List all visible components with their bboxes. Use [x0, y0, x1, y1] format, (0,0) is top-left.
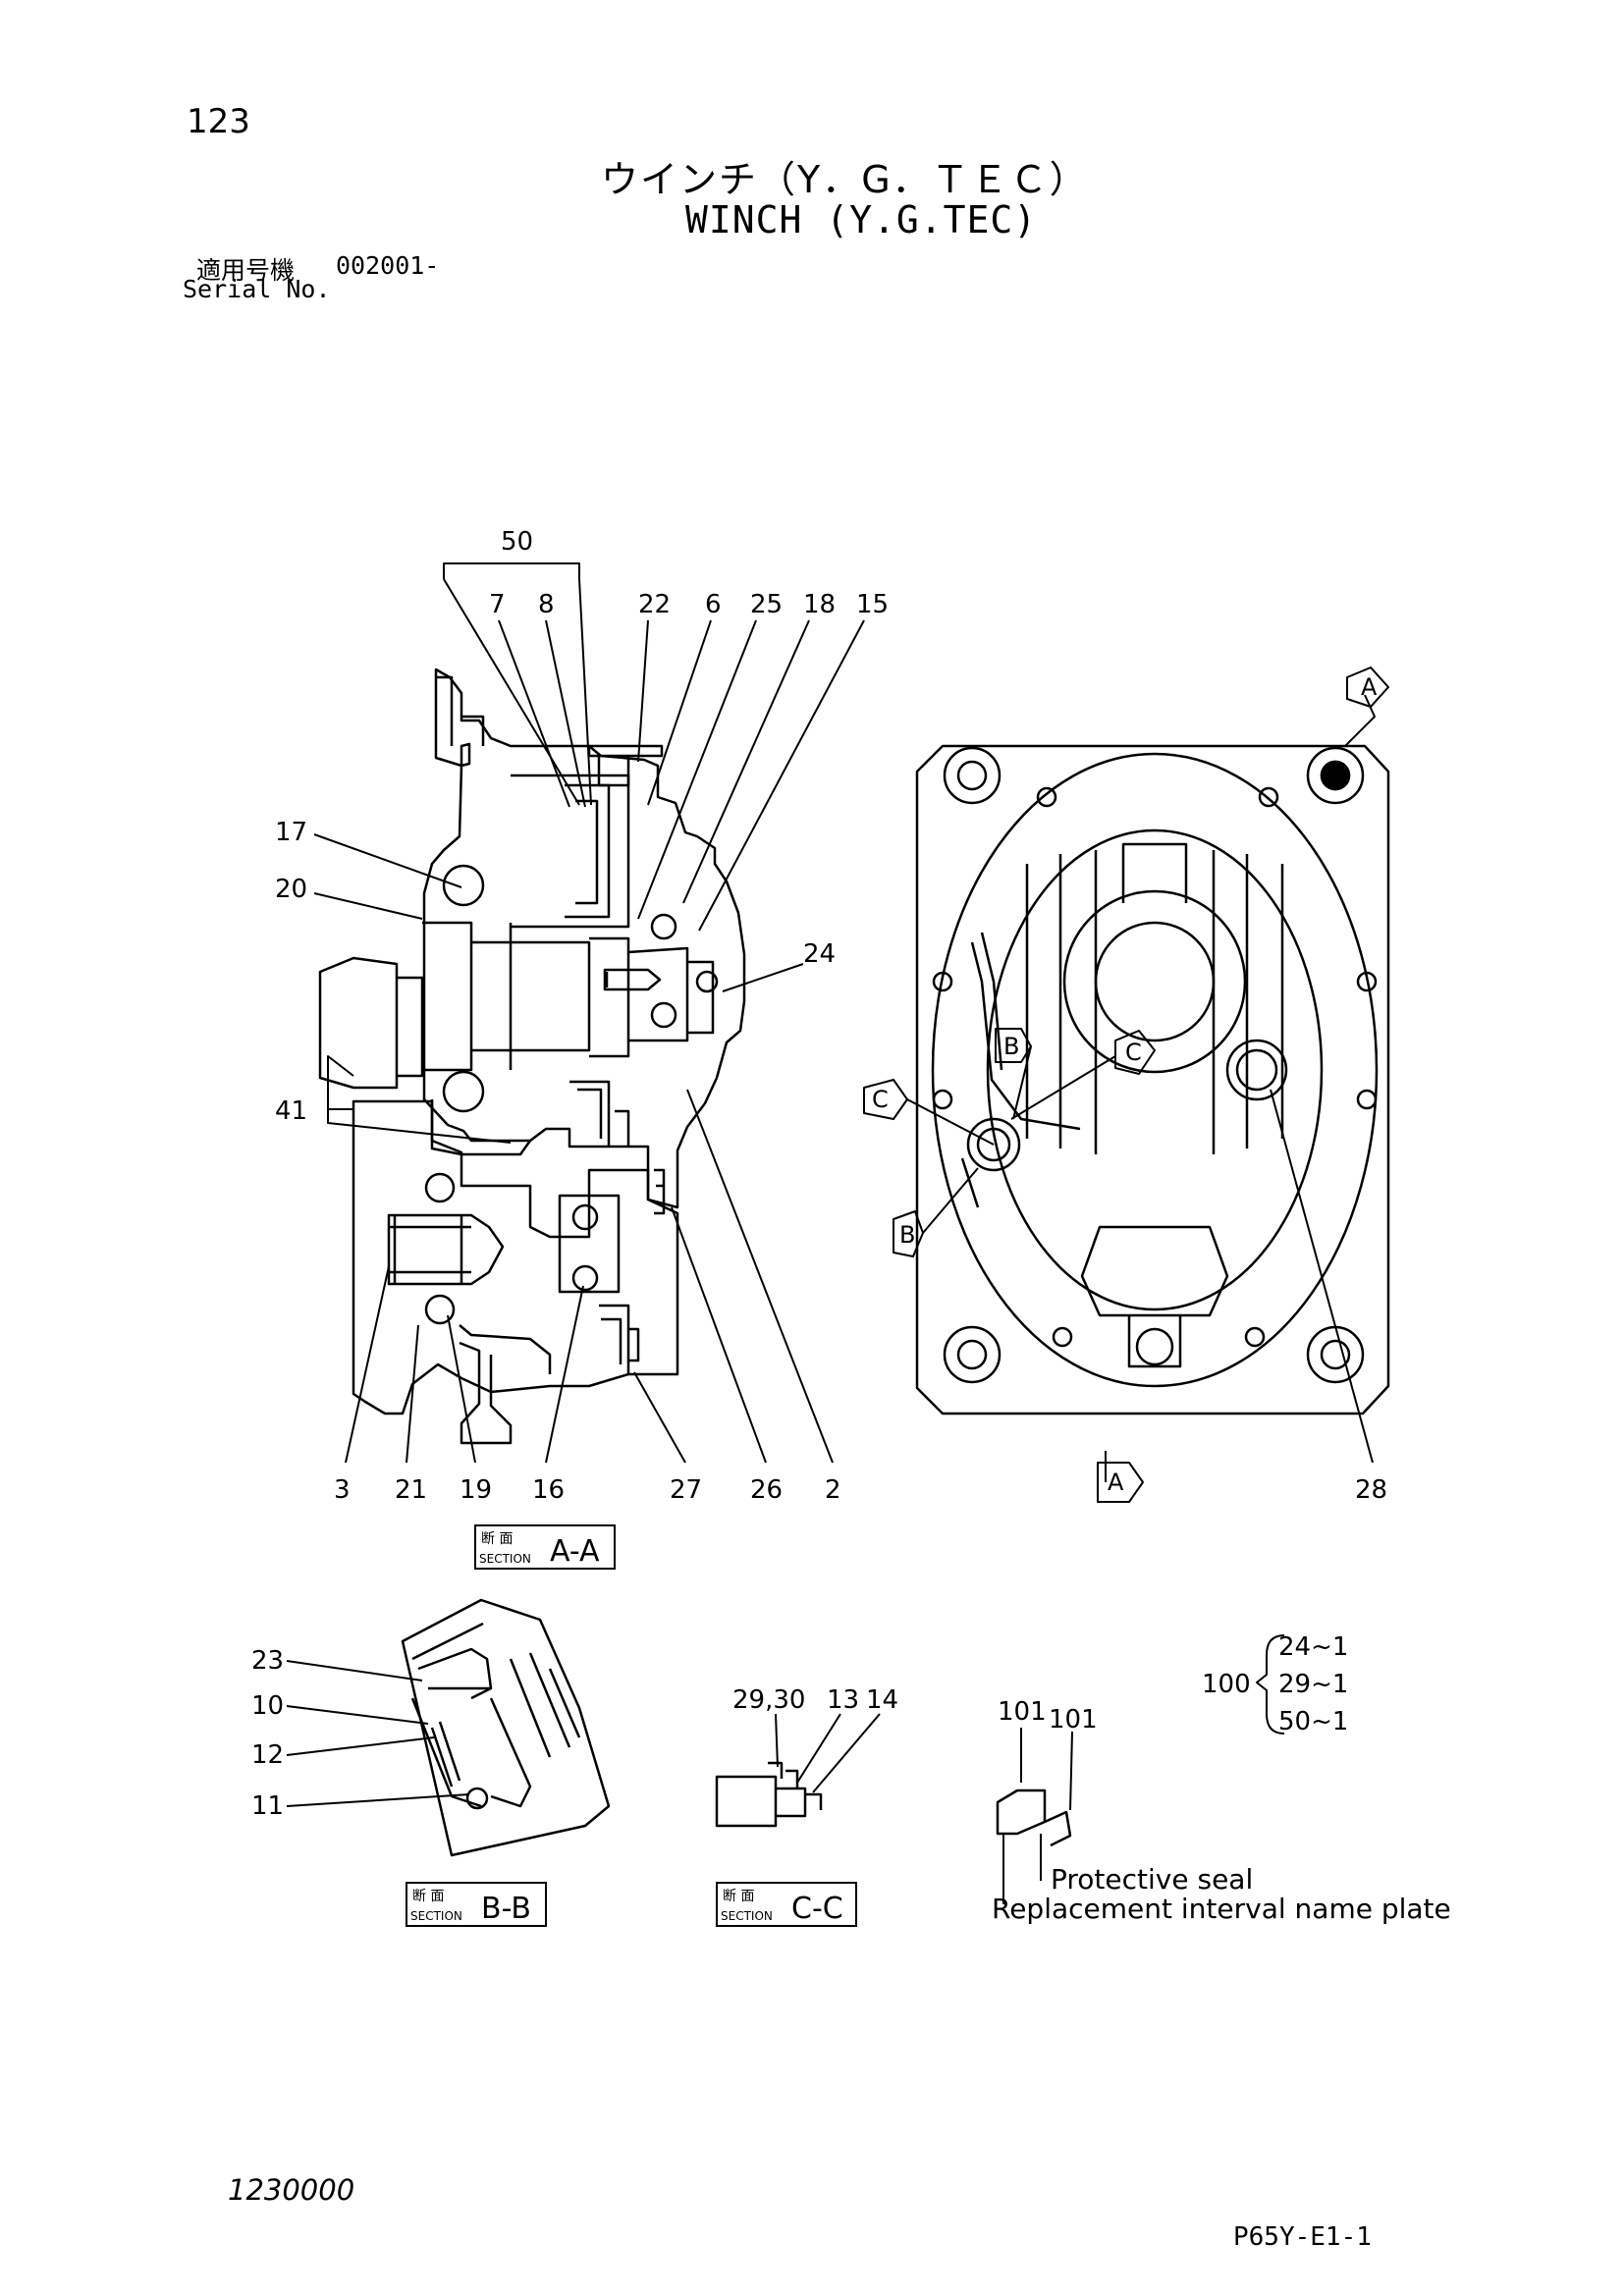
marker-a-top: A	[1361, 673, 1378, 701]
section-id: A-A	[550, 1534, 600, 1569]
callout-13: 13	[827, 1685, 859, 1715]
kit-item-1: 24~1	[1278, 1632, 1348, 1662]
kit-item-3: 50~1	[1278, 1707, 1348, 1736]
section-a-a-view	[318, 667, 746, 1445]
marker-b-center: B	[1003, 1033, 1019, 1060]
callout-17: 17	[275, 818, 307, 847]
marker-a-bottom: A	[1108, 1468, 1124, 1496]
callout-14: 14	[866, 1685, 898, 1715]
section-b-b-view	[401, 1598, 611, 1857]
replacement-plate-note: Replacement interval name plate	[992, 1893, 1451, 1925]
title-japanese: ウインチ（Y．G．ＴＥＣ）	[601, 158, 1089, 201]
callout-24: 24	[803, 939, 836, 969]
section-c-c-view	[715, 1761, 823, 1828]
callout-8: 8	[538, 590, 555, 619]
page-number: 123	[187, 102, 250, 141]
callout-19: 19	[460, 1475, 492, 1505]
section-id: C-C	[791, 1892, 843, 1926]
serial-label-english: Serial No.	[183, 275, 331, 303]
section-markers	[863, 667, 1389, 1503]
callout-7: 7	[489, 590, 506, 619]
name-plates	[996, 1789, 1072, 1847]
callout-11: 11	[251, 1791, 284, 1821]
title-english: WINCH (Y.G.TEC)	[685, 198, 1038, 241]
end-view-a	[915, 744, 1390, 1415]
marker-c-left: C	[872, 1086, 889, 1113]
serial-value: 002001-	[336, 251, 440, 280]
kit-number: 100	[1202, 1670, 1251, 1699]
callout-50: 50	[501, 527, 533, 557]
serial-label-japanese: 適用号機	[196, 256, 296, 285]
callout-41: 41	[275, 1096, 307, 1126]
callout-10: 10	[251, 1691, 284, 1721]
callout-2: 2	[825, 1475, 841, 1505]
callout-23: 23	[251, 1646, 284, 1676]
section-word: SECTION	[721, 1909, 773, 1923]
callout-26: 26	[750, 1475, 783, 1505]
section-kanji: 断 面	[412, 1889, 444, 1904]
callout-15: 15	[856, 590, 889, 619]
leader-lines	[286, 562, 1376, 1904]
section-word: SECTION	[479, 1552, 531, 1566]
callout-29-30: 29,30	[732, 1685, 805, 1715]
section-kanji: 断 面	[723, 1889, 754, 1904]
section-label-a-a: 断 面 SECTION A-A	[474, 1524, 616, 1570]
callout-labels: 50 7 8 22 6 25 18 15 17 20 24 41 3 21 19…	[251, 527, 1387, 1821]
callout-20: 20	[275, 875, 307, 904]
plate-notes: Protective seal Replacement interval nam…	[992, 1863, 1451, 1925]
marker-c-center: C	[1125, 1039, 1142, 1066]
callout-22: 22	[638, 590, 671, 619]
callout-101-b: 101	[1049, 1705, 1098, 1735]
kit-list: 100 24~1 29~1 50~1	[1202, 1632, 1348, 1736]
section-label-b-b: 断 面 SECTION B-B	[406, 1882, 547, 1927]
callout-12: 12	[251, 1740, 284, 1770]
marker-b-left: B	[899, 1221, 915, 1249]
section-label-c-c: 断 面 SECTION C-C	[716, 1882, 857, 1927]
callout-3: 3	[334, 1475, 351, 1505]
callout-21: 21	[395, 1475, 427, 1505]
protective-seal-note: Protective seal	[1051, 1863, 1253, 1896]
callout-6: 6	[705, 590, 722, 619]
page-code: P65Y-E1-1	[1233, 2222, 1372, 2252]
callout-101-a: 101	[998, 1697, 1047, 1727]
section-word: SECTION	[410, 1909, 462, 1923]
section-kanji: 断 面	[481, 1531, 513, 1547]
document-code: 1230000	[228, 2173, 355, 2207]
section-marker-letters: A A C B B C	[872, 673, 1378, 1496]
callout-25: 25	[750, 590, 783, 619]
callout-28: 28	[1355, 1475, 1387, 1505]
kit-item-2: 29~1	[1278, 1670, 1348, 1699]
callout-18: 18	[803, 590, 836, 619]
callout-16: 16	[532, 1475, 565, 1505]
callout-27: 27	[670, 1475, 702, 1505]
section-id: B-B	[481, 1892, 531, 1926]
